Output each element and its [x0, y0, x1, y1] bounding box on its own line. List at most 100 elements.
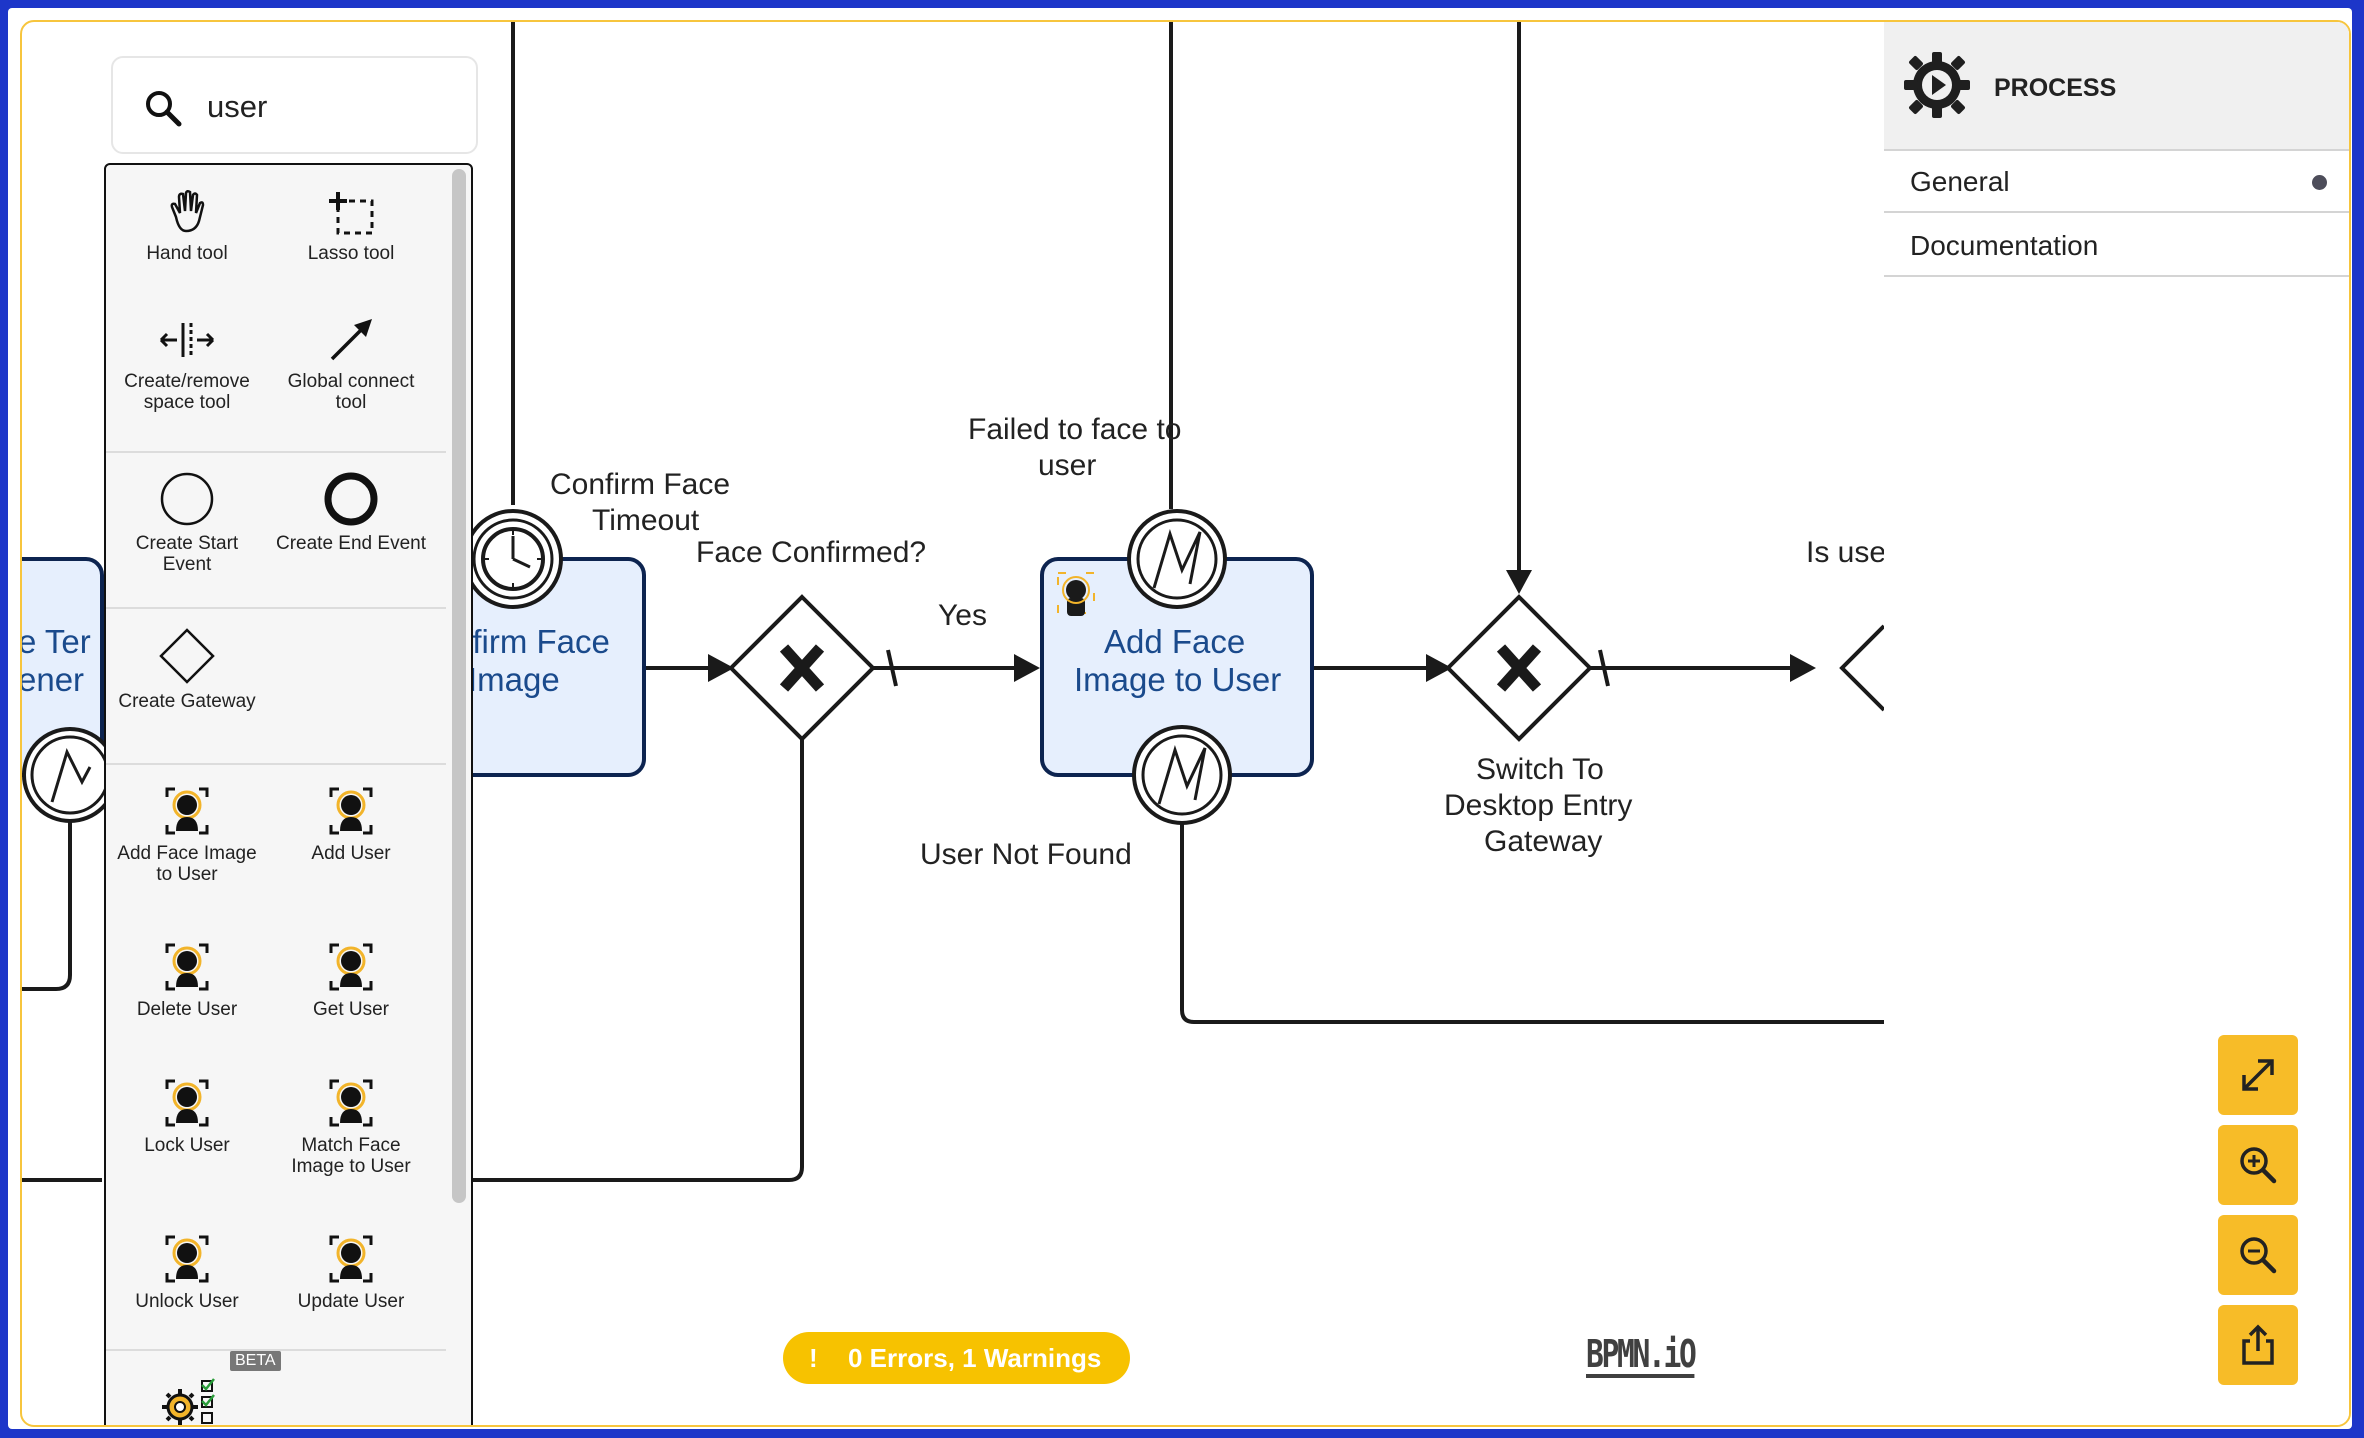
gateway2-label-2: Desktop Entry [1444, 789, 1633, 822]
template-label: Get User [312, 999, 390, 1020]
app-frame: e Ter ener nfirm Face Image Confirm Face… [8, 8, 2352, 1429]
warning-icon: ! [809, 1343, 818, 1373]
failed-label-2: user [1038, 449, 1097, 482]
confirm-task-label-2: Image [468, 661, 560, 698]
search-icon [146, 91, 182, 127]
sequence-flow[interactable] [1180, 812, 1884, 1024]
palette-separator [106, 607, 446, 609]
hand-icon [170, 189, 205, 233]
properties-title: PROCESS [1994, 74, 2117, 102]
exclusive-gateway-face-confirmed[interactable] [728, 594, 876, 742]
timer-boundary-event[interactable] [463, 509, 563, 609]
global-connect-tool[interactable]: Global connect tool [276, 315, 426, 413]
template-match-face-image[interactable]: Match Face Image to User [276, 1077, 426, 1177]
user-face-icon [165, 1235, 209, 1283]
template-label: Delete User [136, 999, 238, 1020]
space-tool[interactable]: Create/remove space tool [112, 315, 262, 413]
task-template-icon [1057, 572, 1095, 616]
palette-scrollbar[interactable] [452, 169, 466, 1203]
tab-documentation-label: Documentation [1910, 230, 2099, 261]
zoom-in-icon [2240, 1147, 2277, 1184]
share-icon [2242, 1324, 2274, 1365]
create-start-event-label: Create Start Event [135, 533, 239, 575]
template-label: Add Face Image to User [117, 843, 257, 885]
template-add-user[interactable]: Add User [276, 785, 426, 864]
template-label: Add User [311, 843, 391, 864]
gateway1-label: Face Confirmed? [696, 536, 927, 569]
template-label: Update User [297, 1291, 405, 1312]
failed-label-1: Failed to face to [968, 413, 1182, 446]
bpmn-canvas[interactable] [22, 22, 2349, 1425]
fit-viewport-button[interactable] [2218, 1035, 2298, 1115]
add-face-task-label-1: Add Face [1104, 623, 1246, 660]
left-task-label-1: e Ter [20, 623, 91, 660]
zoom-out-icon [2240, 1237, 2277, 1274]
zoom-out-button[interactable] [2218, 1215, 2298, 1295]
tab-general[interactable]: General [1884, 151, 2349, 213]
hand-tool[interactable]: Hand tool [112, 187, 262, 264]
flow-yes-label: Yes [938, 599, 987, 632]
palette-separator [106, 1349, 446, 1351]
create-gateway[interactable]: Create Gateway [112, 627, 262, 712]
lasso-icon [329, 192, 374, 235]
exclusive-gateway-switch-desktop[interactable] [1445, 594, 1593, 742]
create-gateway-label: Create Gateway [118, 691, 256, 712]
linting-status-button[interactable]: ! 0 Errors, 1 Warnings [783, 1332, 1130, 1384]
confirm-task-label-1: nfirm Face [454, 623, 610, 660]
gateway2-label-1: Switch To [1476, 753, 1604, 786]
beta-badge: BETA [230, 1351, 281, 1371]
user-face-icon [329, 787, 373, 835]
bold-circle-icon [324, 472, 378, 526]
palette-separator [106, 451, 446, 453]
template-unlock-user[interactable]: Unlock User [112, 1233, 262, 1312]
tool-palette: Hand tool Lasso tool Create/remove space… [104, 163, 473, 1427]
bpmn-io-logo[interactable]: BPMN.iO [1586, 1332, 1697, 1378]
template-lock-user[interactable]: Lock User [112, 1077, 262, 1156]
global-connect-label: Global connect tool [287, 371, 415, 413]
create-end-event[interactable]: Create End Event [276, 471, 426, 554]
lasso-tool[interactable]: Lasso tool [276, 187, 426, 264]
boundary-event-left[interactable] [22, 727, 118, 823]
template-label: Lock User [144, 1135, 230, 1156]
diamond-icon [159, 628, 215, 684]
export-button[interactable] [2218, 1305, 2298, 1385]
sequence-flow[interactable] [22, 757, 72, 991]
gateway2-label-3: Gateway [1484, 825, 1603, 858]
error-boundary-event-top[interactable] [1127, 509, 1227, 609]
create-start-event[interactable]: Create Start Event [112, 471, 262, 575]
user-face-icon [165, 1079, 209, 1127]
process-icon [1904, 52, 1970, 118]
error-boundary-event-bottom[interactable] [1132, 725, 1232, 825]
left-task-label-2: ener [20, 661, 85, 698]
gear-check-icon[interactable] [156, 1375, 220, 1427]
palette-search[interactable] [111, 56, 478, 154]
hand-tool-label: Hand tool [146, 243, 228, 264]
tab-documentation[interactable]: Documentation [1884, 215, 2349, 277]
expand-icon [2242, 1059, 2274, 1091]
palette-separator [106, 763, 446, 765]
zoom-in-button[interactable] [2218, 1125, 2298, 1205]
arrow-icon [330, 319, 372, 361]
modeler-container: e Ter ener nfirm Face Image Confirm Face… [20, 20, 2351, 1427]
user-not-found-label: User Not Found [920, 838, 1132, 871]
user-face-icon [165, 787, 209, 835]
timer-event-label-1: Confirm Face [550, 468, 731, 501]
user-face-icon [165, 943, 209, 991]
template-label: Match Face Image to User [291, 1135, 411, 1177]
add-face-task-label-2: Image to User [1074, 661, 1282, 698]
sequence-flow[interactable] [452, 717, 804, 1182]
create-end-event-label: Create End Event [276, 533, 426, 554]
search-input[interactable] [205, 82, 459, 132]
template-add-face-image[interactable]: Add Face Image to User [112, 785, 262, 885]
template-delete-user[interactable]: Delete User [112, 941, 262, 1020]
active-indicator-icon [2312, 175, 2327, 190]
lasso-tool-label: Lasso tool [307, 243, 395, 264]
template-get-user[interactable]: Get User [276, 941, 426, 1020]
timer-event-label-2: Timeout [592, 504, 700, 537]
linting-status-label: 0 Errors, 1 Warnings [848, 1343, 1102, 1373]
circle-icon [160, 472, 214, 526]
template-update-user[interactable]: Update User [276, 1233, 426, 1312]
properties-header: PROCESS [1884, 22, 2349, 151]
template-label: Unlock User [135, 1291, 239, 1312]
space-tool-icon [159, 323, 215, 357]
